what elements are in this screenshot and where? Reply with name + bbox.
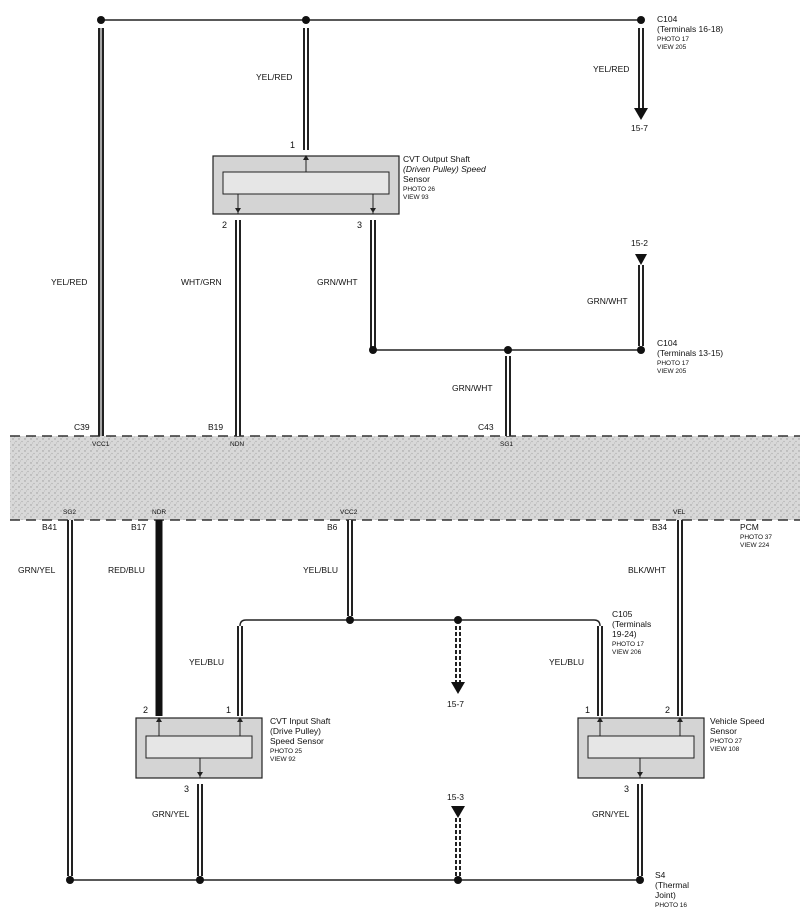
- wire-label-yel-blu-left: YEL/BLU: [189, 657, 224, 667]
- c105-title: C105: [612, 609, 633, 619]
- s4-photo: PHOTO 16: [655, 902, 687, 909]
- pin-vel: VEL: [673, 509, 686, 516]
- input-shaft-sensor-box: [135, 717, 263, 779]
- input-sensor-photo: PHOTO 25: [270, 748, 302, 755]
- wire-label-grn-yel-left: GRN/YEL: [18, 565, 56, 575]
- c104-mid-title: C104: [657, 338, 678, 348]
- pin-c39: C39: [74, 422, 90, 432]
- wire-dashed-15-3: [451, 806, 465, 876]
- c104-mid-photo: PHOTO 17: [657, 360, 689, 367]
- output-sensor-photo: PHOTO 26: [403, 186, 435, 193]
- pin-ndr: NDR: [152, 509, 166, 516]
- vss-pin1: 1: [585, 705, 590, 715]
- pcm-photo: PHOTO 37: [740, 534, 772, 541]
- wire-label-yel-red-mid: YEL/RED: [256, 72, 292, 82]
- output-sensor-subtitle2: Sensor: [403, 174, 430, 184]
- output-sensor-pin2: 2: [222, 220, 227, 230]
- wire-grn-wht-right: [635, 254, 647, 346]
- pcm-view: VIEW 224: [740, 542, 770, 549]
- c104-top-terminals: (Terminals 16-18): [657, 24, 723, 34]
- splice-dot: [454, 616, 462, 624]
- input-sensor-line2: (Drive Pulley): [270, 726, 321, 736]
- c104-top-photo: PHOTO 17: [657, 36, 689, 43]
- pin-c43: C43: [478, 422, 494, 432]
- c105-terminals2: 19-24): [612, 629, 637, 639]
- wire-label-grn-wht-center: GRN/WHT: [452, 383, 493, 393]
- output-sensor-pin3: 3: [357, 220, 362, 230]
- input-sensor-title: CVT Input Shaft: [270, 716, 331, 726]
- splice-dot: [369, 346, 377, 354]
- vehicle-speed-sensor-box: [577, 717, 705, 779]
- input-sensor-pin2: 2: [143, 705, 148, 715]
- c105-terminals: (Terminals: [612, 619, 651, 629]
- input-sensor-pin1: 1: [226, 705, 231, 715]
- pcm-name: PCM: [740, 522, 759, 532]
- c104-mid-terminals: (Terminals 13-15): [657, 348, 723, 358]
- c104-top-view: VIEW 205: [657, 44, 687, 51]
- splice-dot: [196, 876, 204, 884]
- wire-label-yel-blu-right: YEL/BLU: [549, 657, 584, 667]
- splice-dot: [97, 16, 105, 24]
- pin-b34: B34: [652, 522, 667, 532]
- wire-label-yel-red-left: YEL/RED: [51, 277, 87, 287]
- ref-15-3: 15-3: [447, 792, 464, 802]
- splice-dot: [637, 346, 645, 354]
- wire-dashed-15-7: [451, 626, 465, 694]
- splice-dot: [346, 616, 354, 624]
- ref-15-7-bottom: 15-7: [447, 699, 464, 709]
- input-sensor-view: VIEW 92: [270, 756, 296, 763]
- pin-sg2: SG2: [63, 509, 76, 516]
- splice-dot: [504, 346, 512, 354]
- pin-sg1: SG1: [500, 441, 513, 448]
- splice-dot: [454, 876, 462, 884]
- pin-vcc1: VCC1: [92, 441, 110, 448]
- ref-15-7-top: 15-7: [631, 123, 648, 133]
- wire-yel-red-right: [634, 28, 648, 120]
- vss-view: VIEW 108: [710, 746, 740, 753]
- s4-line1: (Thermal: [655, 880, 689, 890]
- wire-label-blk-wht: BLK/WHT: [628, 565, 666, 575]
- pin-b41: B41: [42, 522, 57, 532]
- yel-blu-bus: [239, 619, 601, 627]
- pin-b19: B19: [208, 422, 223, 432]
- vss-pin2: 2: [665, 705, 670, 715]
- vss-photo: PHOTO 27: [710, 738, 742, 745]
- wire-label-red-blu: RED/BLU: [108, 565, 145, 575]
- vss-line2: Sensor: [710, 726, 737, 736]
- splice-dot: [302, 16, 310, 24]
- c104-mid-view: VIEW 205: [657, 368, 687, 375]
- wire-label-wht-grn: WHT/GRN: [181, 277, 222, 287]
- s4-line2: Joint): [655, 890, 676, 900]
- pin-b6: B6: [327, 522, 338, 532]
- splice-dot: [636, 876, 644, 884]
- input-sensor-pin3: 3: [184, 784, 189, 794]
- output-sensor-title: CVT Output Shaft: [403, 154, 471, 164]
- ref-15-2: 15-2: [631, 238, 648, 248]
- wire-label-yel-blu-top: YEL/BLU: [303, 565, 338, 575]
- output-shaft-sensor-box: [212, 155, 400, 215]
- output-sensor-pin1: 1: [290, 140, 295, 150]
- splice-dot: [66, 876, 74, 884]
- wire-label-grn-yel-center: GRN/YEL: [152, 809, 190, 819]
- splice-dot: [637, 16, 645, 24]
- pin-vcc2: VCC2: [340, 509, 358, 516]
- c104-top-title: C104: [657, 14, 678, 24]
- wire-label-grn-wht-right: GRN/WHT: [587, 296, 628, 306]
- wire-label-grn-yel-right: GRN/YEL: [592, 809, 630, 819]
- pcm-band: [10, 435, 800, 521]
- c105-photo: PHOTO 17: [612, 641, 644, 648]
- c105-view: VIEW 206: [612, 649, 642, 656]
- output-sensor-subtitle: (Driven Pulley) Speed: [403, 164, 486, 174]
- wire-label-yel-red-right: YEL/RED: [593, 64, 629, 74]
- pin-ndn: NDN: [230, 441, 244, 448]
- pin-b17: B17: [131, 522, 146, 532]
- vss-title: Vehicle Speed: [710, 716, 765, 726]
- vss-pin3: 3: [624, 784, 629, 794]
- wire-label-grn-wht-left: GRN/WHT: [317, 277, 358, 287]
- output-sensor-view: VIEW 93: [403, 194, 429, 201]
- s4-title: S4: [655, 870, 666, 880]
- input-sensor-line3: Speed Sensor: [270, 736, 324, 746]
